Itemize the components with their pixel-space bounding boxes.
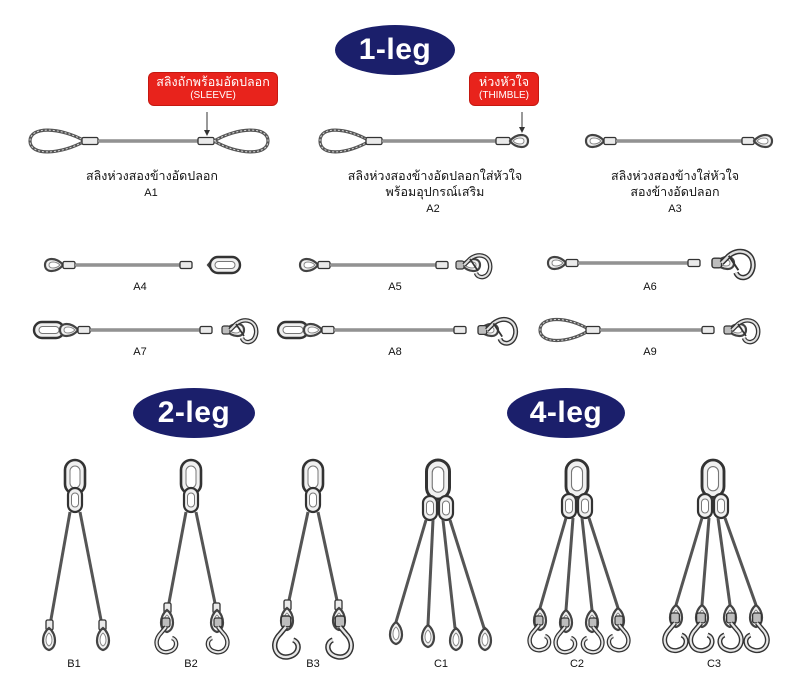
a2-desc-line-1: สลิงห่วงสองข้างอัดปลอกใส่หัวใจ (347, 169, 523, 183)
b2-code: B2 (184, 658, 198, 670)
thimble-callout-en: (THIMBLE) (479, 90, 529, 101)
a6-code: A6 (643, 281, 657, 293)
a3-code: A3 (668, 203, 682, 215)
sling-c1 (388, 458, 493, 652)
sleeve-callout: สลิงถักพร้อมอัดปลอก (SLEEVE) (149, 73, 277, 105)
section-title-2-leg: 2-leg (133, 388, 255, 438)
a2-code: A2 (426, 203, 440, 215)
c2-code: C2 (569, 658, 585, 670)
a1-desc-line-1: สลิงห่วงสองข้างอัดปลอก (86, 169, 218, 183)
sling-a1 (28, 112, 270, 154)
sling-a8 (276, 319, 516, 343)
thimble-callout-thai: ห่วงหัวใจ (478, 75, 530, 89)
sleeve-callout-thai: สลิงถักพร้อมอัดปลอก (156, 75, 270, 89)
a3-description: สลิงห่วงสองข้างใส่หัวใจ สองข้างอัดปลอก (575, 168, 775, 200)
section-title-4-leg: 4-leg (507, 388, 625, 438)
sling-a2 (318, 112, 530, 154)
c1-code: C1 (433, 658, 449, 670)
sling-a6 (546, 251, 753, 277)
sling-a9 (538, 318, 758, 343)
a1-description: สลิงห่วงสองข้างอัดปลอก (52, 168, 252, 184)
sling-b2 (157, 458, 228, 652)
sling-a4 (43, 255, 242, 275)
a1-code: A1 (144, 187, 158, 199)
sleeve-callout-en: (SLEEVE) (190, 90, 236, 101)
thimble-callout: ห่วงหัวใจ (THIMBLE) (470, 73, 538, 105)
sling-a3 (584, 133, 774, 149)
sling-c2 (530, 458, 629, 652)
section-title-1-leg: 1-leg (335, 25, 455, 75)
a3-desc-line-2: สองข้างอัดปลอก (630, 185, 720, 199)
a7-code: A7 (133, 346, 147, 358)
b1-code: B1 (67, 658, 81, 670)
a3-desc-line-1: สลิงห่วงสองข้างใส่หัวใจ (610, 169, 740, 183)
sling-a5 (298, 255, 490, 277)
sling-b1 (41, 458, 111, 652)
sling-a7 (32, 320, 256, 342)
a8-code: A8 (388, 346, 402, 358)
a9-code: A9 (643, 346, 657, 358)
c3-code: C3 (706, 658, 722, 670)
a4-code: A4 (133, 281, 147, 293)
sling-b3 (275, 458, 352, 657)
a5-code: A5 (388, 281, 402, 293)
a2-description: สลิงห่วงสองข้างอัดปลอกใส่หัวใจ พร้อมอุปก… (315, 168, 555, 200)
sling-c3 (665, 458, 768, 651)
b3-code: B3 (306, 658, 320, 670)
a2-desc-line-2: พร้อมอุปกรณ์เสริม (385, 185, 485, 199)
